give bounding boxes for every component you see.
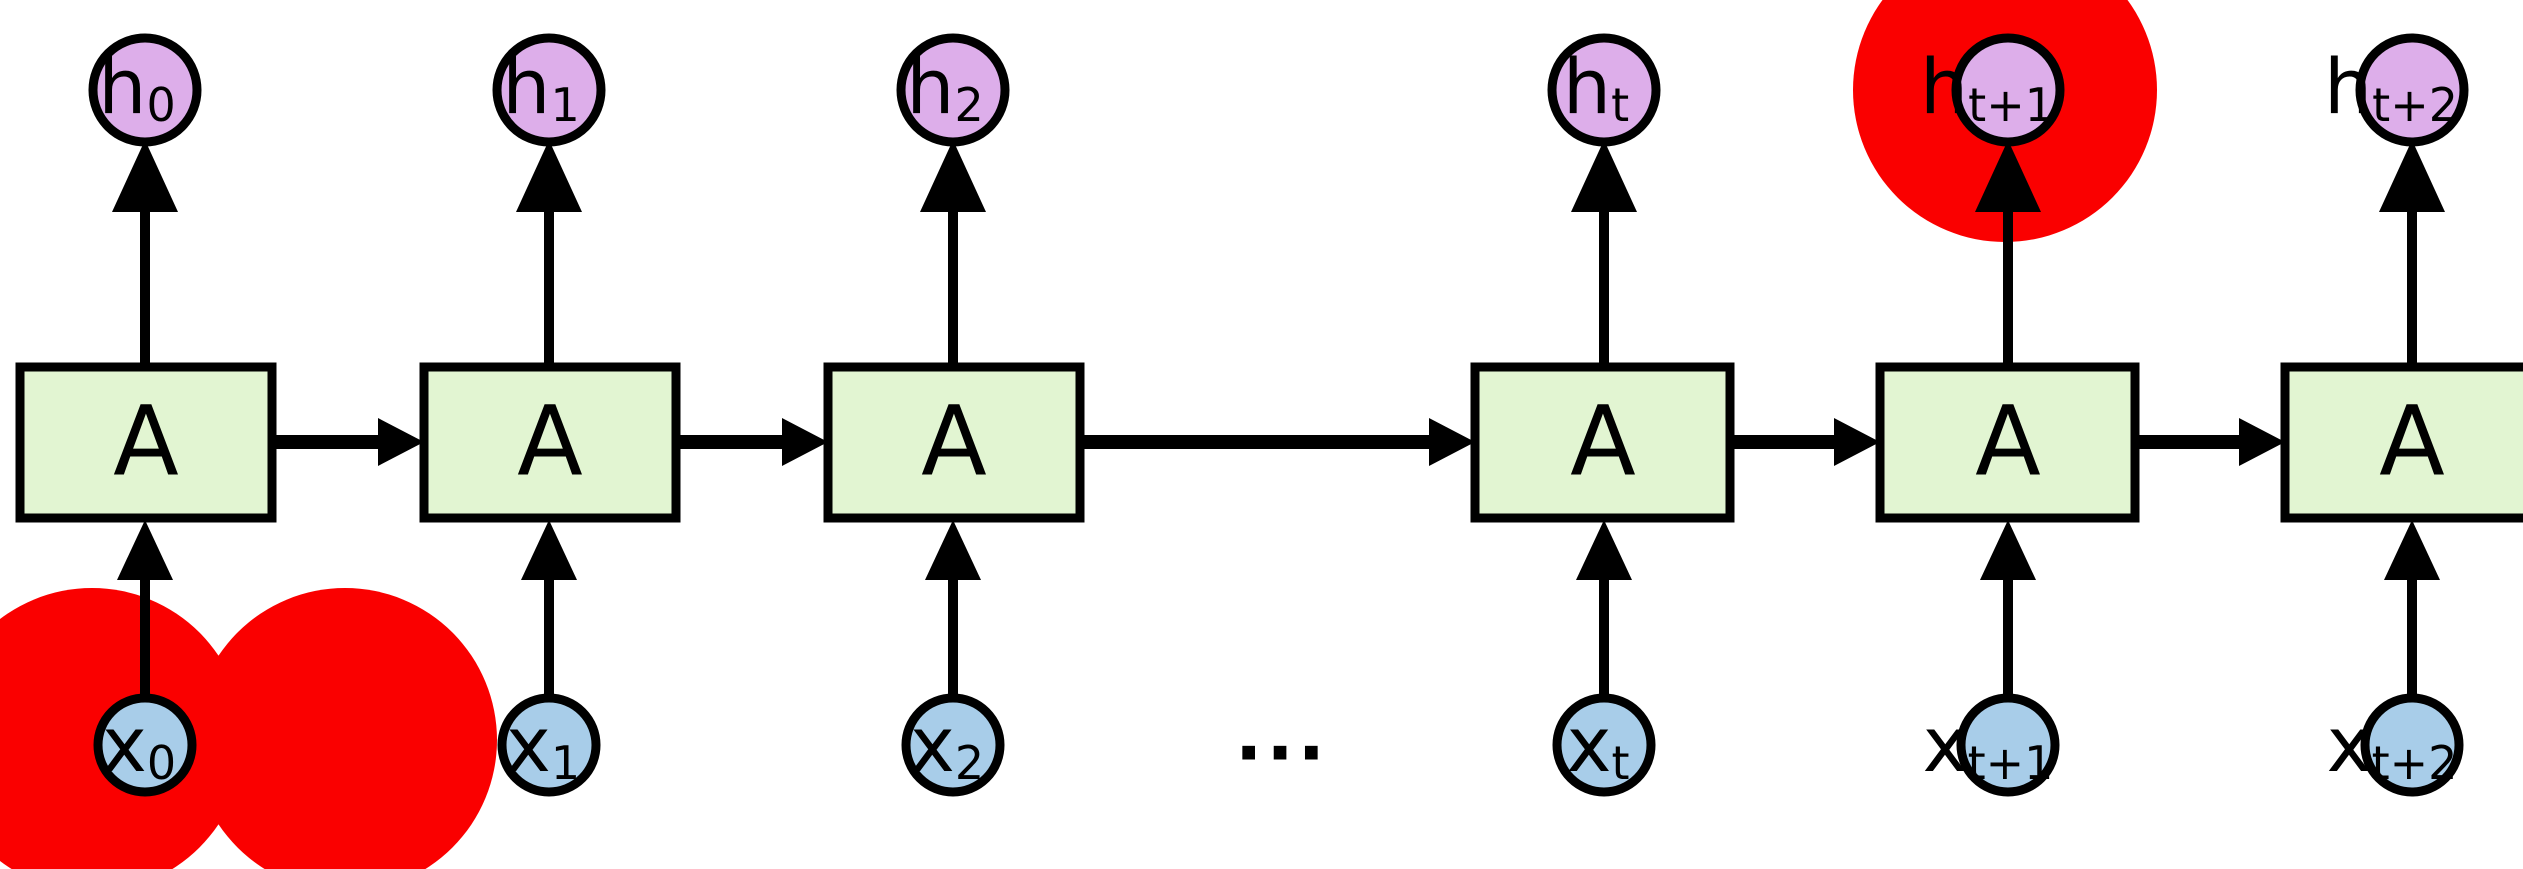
- arrowhead-cell-t1-to-t2: [782, 418, 828, 466]
- state-node-ht-label: ht: [1563, 42, 1629, 132]
- input-node-x0-sub: 0: [147, 736, 176, 790]
- state-node-h2-base: h: [906, 42, 954, 131]
- arrowhead-input-xt: [1576, 520, 1632, 580]
- state-node-ht2[interactable]: [2355, 33, 2469, 147]
- arrowhead-state-h1: [516, 140, 582, 212]
- arrowhead-cell-t2-to-tt: [1429, 418, 1475, 466]
- input-node-xt2-label: xt+2: [2327, 700, 2458, 790]
- input-node-xt1[interactable]: [1956, 693, 2060, 797]
- arrowhead-state-ht2: [2379, 140, 2445, 212]
- arrowhead-state-ht1: [1975, 140, 2041, 212]
- state-node-ht1[interactable]: [1951, 33, 2065, 147]
- cell-label-t1: A: [517, 385, 583, 497]
- state-node-h2[interactable]: [896, 33, 1010, 147]
- input-node-x0-label: x0: [102, 700, 176, 790]
- cell-label-tt: A: [1570, 385, 1636, 497]
- state-node-h2-sub: 2: [954, 78, 983, 132]
- cell-box-tt[interactable]: [1470, 362, 1735, 523]
- arrowhead-cell-tt1-to-tt2: [2239, 418, 2285, 466]
- cell-label-tt1: A: [1975, 385, 2041, 497]
- arrowhead-state-ht: [1571, 140, 1637, 212]
- cell-box-tt2[interactable]: [2280, 362, 2523, 523]
- state-node-ht2-base: h: [2324, 42, 2372, 131]
- input-node-xt2-base: x: [2327, 700, 2372, 789]
- sequence-ellipsis: ...: [1235, 693, 1329, 777]
- input-node-xt1-label: xt+1: [1923, 700, 2054, 790]
- state-node-ht-sub: t: [1611, 78, 1629, 132]
- input-node-xt1-base: x: [1923, 700, 1968, 789]
- state-node-h0-sub: 0: [146, 78, 175, 132]
- arrowhead-input-xt2: [2384, 520, 2440, 580]
- arrowhead-state-h0: [112, 140, 178, 212]
- input-node-x0[interactable]: [93, 693, 197, 797]
- arrowhead-cell-tt-to-tt1: [1834, 418, 1880, 466]
- input-node-x0-base: x: [102, 700, 147, 789]
- input-node-x1-sub: 1: [551, 736, 580, 790]
- input-layer: x0 x1 x2 xt xt+1 xt+2: [93, 693, 2464, 797]
- input-node-xt-label: xt: [1566, 700, 1629, 790]
- input-node-xt[interactable]: [1552, 693, 1656, 797]
- state-node-ht[interactable]: [1547, 33, 1661, 147]
- cell-layer: A A A A A A: [15, 362, 2523, 523]
- state-node-h1-base: h: [502, 42, 550, 131]
- state-node-h0[interactable]: [88, 33, 202, 147]
- input-node-x2[interactable]: [901, 693, 1005, 797]
- state-node-ht-base: h: [1563, 42, 1611, 131]
- state-node-ht2-sub: t+2: [2372, 78, 2458, 132]
- input-node-xt-base: x: [1566, 700, 1611, 789]
- cell-label-tt2: A: [2379, 385, 2445, 497]
- cell-label-t0: A: [113, 385, 179, 497]
- state-node-h1[interactable]: [492, 33, 606, 147]
- state-node-ht1-label: ht+1: [1920, 42, 2054, 132]
- highlight-layer: [0, 0, 2157, 869]
- arrowhead-cell-t0-to-t1: [378, 418, 424, 466]
- arrowhead-input-xt1: [1980, 520, 2036, 580]
- input-node-x2-base: x: [910, 700, 955, 789]
- state-node-ht1-sub: t+1: [1968, 78, 2054, 132]
- state-edges: [112, 140, 2445, 370]
- highlight-input-x1: [193, 588, 497, 869]
- state-node-h0-base: h: [98, 42, 146, 131]
- state-node-ht2-label: ht+2: [2324, 42, 2458, 132]
- input-node-x1-base: x: [506, 700, 551, 789]
- arrowhead-input-x0: [117, 520, 173, 580]
- input-node-xt1-sub: t+1: [1968, 736, 2054, 790]
- cell-box-t1[interactable]: [419, 362, 681, 523]
- state-node-h1-sub: 1: [550, 78, 579, 132]
- input-node-x1-label: x1: [506, 700, 580, 790]
- input-node-xt-sub: t: [1611, 736, 1629, 790]
- input-node-x2-label: x2: [910, 700, 984, 790]
- input-edges: [117, 520, 2440, 700]
- recurrent-edges: [272, 418, 2285, 466]
- cell-label-t2: A: [921, 385, 987, 497]
- state-node-ht1-base: h: [1920, 42, 1968, 131]
- cell-box-tt1[interactable]: [1875, 362, 2140, 523]
- cell-box-t2[interactable]: [823, 362, 1085, 523]
- arrowhead-state-h2: [920, 140, 986, 212]
- arrowhead-input-x2: [925, 520, 981, 580]
- state-node-h1-label: h1: [502, 42, 579, 132]
- input-node-xt2[interactable]: [2360, 693, 2464, 797]
- state-layer: h0 h1 h2 ht ht+1 ht+2: [88, 33, 2469, 147]
- arrowhead-input-x1: [521, 520, 577, 580]
- state-node-h0-label: h0: [98, 42, 175, 132]
- input-node-x1[interactable]: [497, 693, 601, 797]
- cell-box-t0[interactable]: [15, 362, 277, 523]
- state-node-h2-label: h2: [906, 42, 983, 132]
- input-node-xt2-sub: t+2: [2372, 736, 2458, 790]
- input-node-x2-sub: 2: [955, 736, 984, 790]
